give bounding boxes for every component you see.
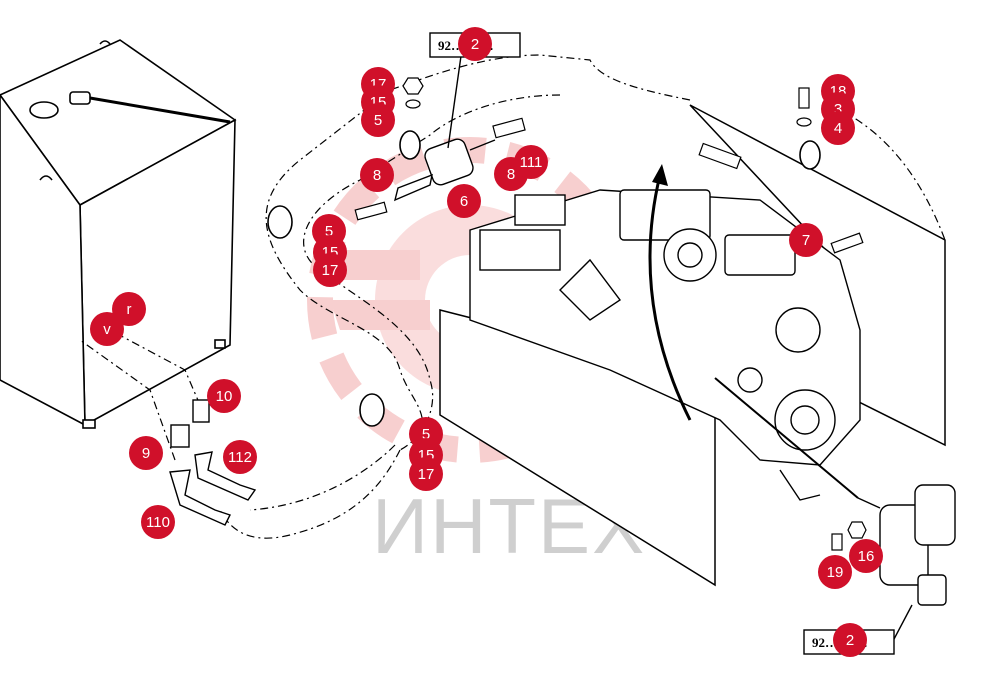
hose-clamps (267, 130, 821, 427)
callout-label: 17 (418, 466, 435, 483)
callout-label: 17 (322, 262, 339, 279)
drive-belt-arrow (648, 174, 692, 421)
callout-bubble (141, 505, 175, 539)
callout-label: 2 (846, 632, 854, 649)
callout-c17c: 17 (409, 457, 443, 491)
callout-label: 8 (507, 166, 515, 183)
inline-fuel-filter (393, 55, 496, 202)
callout-label: 2 (471, 36, 479, 53)
callout-c2ref: 2 (458, 27, 492, 61)
engine-cable (714, 377, 859, 499)
fuel-tank (0, 39, 237, 429)
callout-bubble (207, 379, 241, 413)
callout-bubble (458, 27, 492, 61)
callout-label: 10 (216, 388, 233, 405)
fittings-lower-left (169, 399, 257, 526)
callout-bubble (833, 623, 867, 657)
callout-label: 7 (802, 232, 810, 249)
callout-label: r (127, 301, 132, 318)
callout-c112: 112 (223, 440, 257, 474)
callout-cr: r (112, 292, 146, 326)
fuel-lines (79, 54, 946, 539)
callout-label: 111 (520, 154, 543, 171)
callout-c110: 110 (141, 505, 175, 539)
callout-c17b: 17 (313, 253, 347, 287)
callout-bubble (361, 103, 395, 137)
callout-c2ref2: 2 (833, 623, 867, 657)
callout-c7: 7 (789, 223, 823, 257)
callout-bubble (129, 436, 163, 470)
drive-belt-arrowhead (652, 164, 668, 186)
callout-label: 3 (834, 101, 842, 118)
callout-c111: 111 (514, 145, 548, 179)
callout-label: 5 (374, 112, 382, 129)
callout-c19: 19 (818, 555, 852, 589)
callout-c5a: 5 (361, 103, 395, 137)
callout-label: 5 (325, 223, 333, 240)
callout-bubble (514, 145, 548, 179)
callout-label: 8 (373, 167, 381, 184)
callout-bubble (447, 184, 481, 218)
callout-label: 9 (142, 445, 150, 462)
small-fasteners (354, 77, 864, 254)
callout-c10: 10 (207, 379, 241, 413)
callout-c16: 16 (849, 539, 883, 573)
callout-c6: 6 (447, 184, 481, 218)
callout-c4: 4 (821, 111, 855, 145)
callout-label: 4 (834, 120, 842, 137)
callout-label: 110 (146, 514, 170, 531)
callout-bubble (313, 253, 347, 287)
callout-cv: v (90, 312, 124, 346)
callout-label: v (103, 321, 111, 338)
callout-label: 19 (827, 564, 844, 581)
callout-bubble (223, 440, 257, 474)
water-separator-filter (857, 484, 956, 642)
callout-bubble (409, 457, 443, 491)
callout-label: 16 (858, 548, 875, 565)
callout-bubble (849, 539, 883, 573)
callout-c9: 9 (129, 436, 163, 470)
callout-bubble (360, 158, 394, 192)
callout-label: 6 (460, 193, 468, 210)
callout-bubble (789, 223, 823, 257)
callout-label: 5 (422, 426, 430, 443)
callout-bubble (818, 555, 852, 589)
callout-label: 112 (228, 449, 252, 466)
callout-bubble (90, 312, 124, 346)
engine-assembly (469, 189, 861, 501)
callout-c8a: 8 (360, 158, 394, 192)
callout-bubble (821, 111, 855, 145)
callout-bubble (112, 292, 146, 326)
bottom-fasteners (831, 521, 867, 551)
